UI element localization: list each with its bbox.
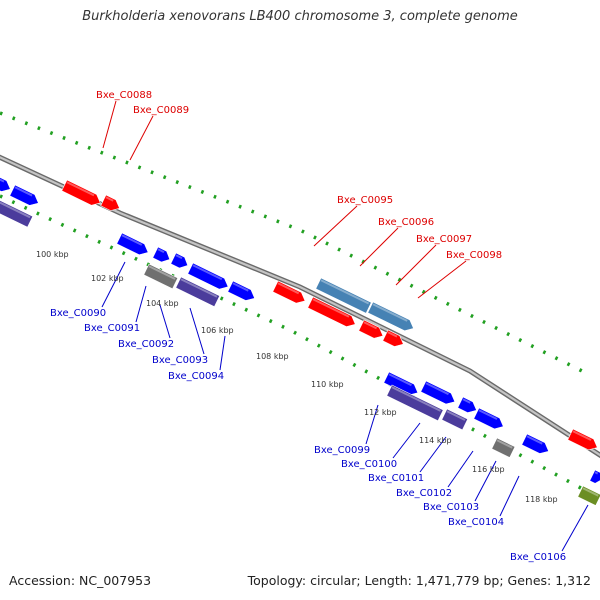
ruler-label: 104 kbp xyxy=(146,299,179,308)
gene-bxe-c0098b xyxy=(358,319,384,339)
gene-label: Bxe_C0090 xyxy=(50,308,106,319)
gene-label: Bxe_C0098 xyxy=(446,250,502,261)
leader-line xyxy=(189,307,205,355)
leader-line xyxy=(159,304,171,339)
ruler-label: 108 kbp xyxy=(256,352,289,361)
leader-line xyxy=(365,404,379,445)
gene-bxe-c0091 xyxy=(152,246,171,263)
gene-label: Bxe_C0104 xyxy=(448,517,504,528)
gene-purple-left xyxy=(0,197,34,228)
gene-olive-right xyxy=(577,485,600,506)
ruler-label: 100 kbp xyxy=(36,250,69,259)
gene-label: Bxe_C0094 xyxy=(168,371,224,382)
gene-bxe-c0095 xyxy=(272,280,306,304)
ruler-label: 116 kbp xyxy=(472,465,505,474)
gene-label: Bxe_C0095 xyxy=(337,195,393,206)
gene-bxe-c0098 xyxy=(307,296,356,327)
ruler-label: 114 kbp xyxy=(419,436,452,445)
gene-bxe-c0099 xyxy=(383,371,419,396)
gene-blue-left-1 xyxy=(0,174,11,192)
outer-dotted-ring xyxy=(0,111,591,377)
topology-text: Topology: circular; Length: 1,471,779 bp… xyxy=(247,573,591,588)
gene-bxe-c0094 xyxy=(227,280,256,301)
gene-label: Bxe_C0100 xyxy=(341,459,397,470)
gene-bxe-c0097 xyxy=(367,301,414,332)
ruler-label: 118 kbp xyxy=(525,495,558,504)
gene-label: Bxe_C0102 xyxy=(396,488,452,499)
leader-line xyxy=(359,227,399,267)
gene-label: Bxe_C0099 xyxy=(314,445,370,456)
ruler-label: 102 kbp xyxy=(91,274,124,283)
gene-bxe-c0103 xyxy=(521,433,550,454)
leader-line xyxy=(419,436,447,473)
gene-label: Bxe_C0106 xyxy=(510,552,566,563)
gene-purple-1 xyxy=(175,276,221,308)
gene-label: Bxe_C0088 xyxy=(96,90,152,101)
leader-line xyxy=(129,115,154,161)
leader-line xyxy=(499,475,520,517)
gene-purple-2 xyxy=(386,384,444,422)
gene-bxe-c0093 xyxy=(187,262,229,290)
gene-gray-1 xyxy=(143,263,179,290)
gene-bxe-c0088 xyxy=(61,179,101,206)
gene-label: Bxe_C0092 xyxy=(118,339,174,350)
gene-label: Bxe_C0096 xyxy=(378,217,434,228)
ruler-label: 112 kbp xyxy=(364,408,397,417)
gene-bxe-c0090 xyxy=(116,232,149,256)
leader-line xyxy=(447,450,474,488)
leader-line xyxy=(395,244,437,286)
gene-purple-3 xyxy=(441,408,469,431)
leader-line xyxy=(313,205,358,247)
gene-bxe-c0101 xyxy=(457,396,477,413)
leader-line xyxy=(474,460,497,502)
gene-bxe-c0089 xyxy=(100,194,120,211)
leader-line xyxy=(219,335,226,371)
gene-bxe-c0106 xyxy=(589,469,600,484)
gene-label: Bxe_C0097 xyxy=(416,234,472,245)
ruler-label: 106 kbp xyxy=(201,326,234,335)
gene-red-right xyxy=(567,428,598,451)
gene-label: Bxe_C0091 xyxy=(84,323,140,334)
gene-bxe-c0092 xyxy=(170,252,189,269)
gene-blue-left-2 xyxy=(9,184,39,206)
leader-line xyxy=(392,422,421,459)
map-title: Burkholderia xenovorans LB400 chromosome… xyxy=(82,9,518,24)
gene-label: Bxe_C0101 xyxy=(368,473,424,484)
leader-line xyxy=(135,285,147,323)
gene-bxe-c0100 xyxy=(420,380,456,405)
accession-text: Accession: NC_007953 xyxy=(9,573,152,588)
ruler-label: 110 kbp xyxy=(311,380,344,389)
gene-gray-2 xyxy=(491,437,516,458)
leader-line xyxy=(102,100,117,149)
gene-label: Bxe_C0089 xyxy=(133,105,189,116)
gene-label: Bxe_C0093 xyxy=(152,355,208,366)
leader-line xyxy=(417,260,467,299)
gene-bxe-c0096 xyxy=(315,277,372,314)
gene-label: Bxe_C0103 xyxy=(423,502,479,513)
leader-line xyxy=(561,504,589,552)
gene-bxe-c0102 xyxy=(473,407,504,430)
leader-line xyxy=(101,261,126,308)
gene-red-cont xyxy=(382,329,404,347)
